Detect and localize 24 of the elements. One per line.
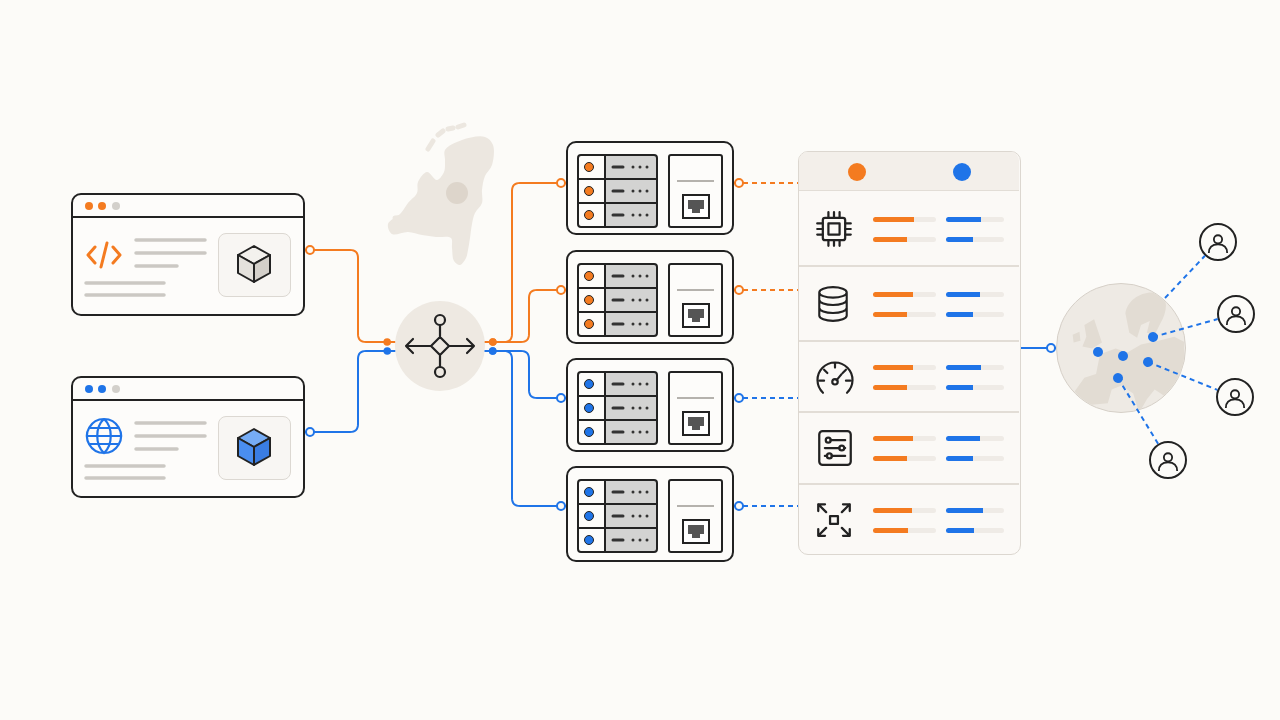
user-avatar <box>1149 441 1187 479</box>
connector-line <box>304 347 397 437</box>
user-avatar <box>1217 295 1255 333</box>
dashed-connector-line <box>1143 357 1219 391</box>
server-unit <box>566 466 734 562</box>
user-avatar <box>1216 378 1254 416</box>
connector-line <box>304 245 397 346</box>
browser-window <box>71 376 305 498</box>
dashed-connector-line <box>733 393 799 403</box>
dashed-connector-line <box>733 178 799 188</box>
metrics-panel <box>798 151 1021 555</box>
server-unit <box>566 250 734 344</box>
connector-line <box>483 347 567 511</box>
dashed-connector-line <box>1113 373 1160 445</box>
connector-line <box>1020 343 1057 353</box>
dashed-connector-line <box>733 501 799 511</box>
server-unit <box>566 358 734 452</box>
browser-window <box>71 193 305 316</box>
server-unit <box>566 141 734 235</box>
dashed-connector-line <box>1164 254 1206 299</box>
dashed-connector-line <box>1148 318 1219 342</box>
connector-line <box>483 285 567 346</box>
dashed-connector-line <box>733 285 799 295</box>
user-avatar <box>1199 223 1237 261</box>
